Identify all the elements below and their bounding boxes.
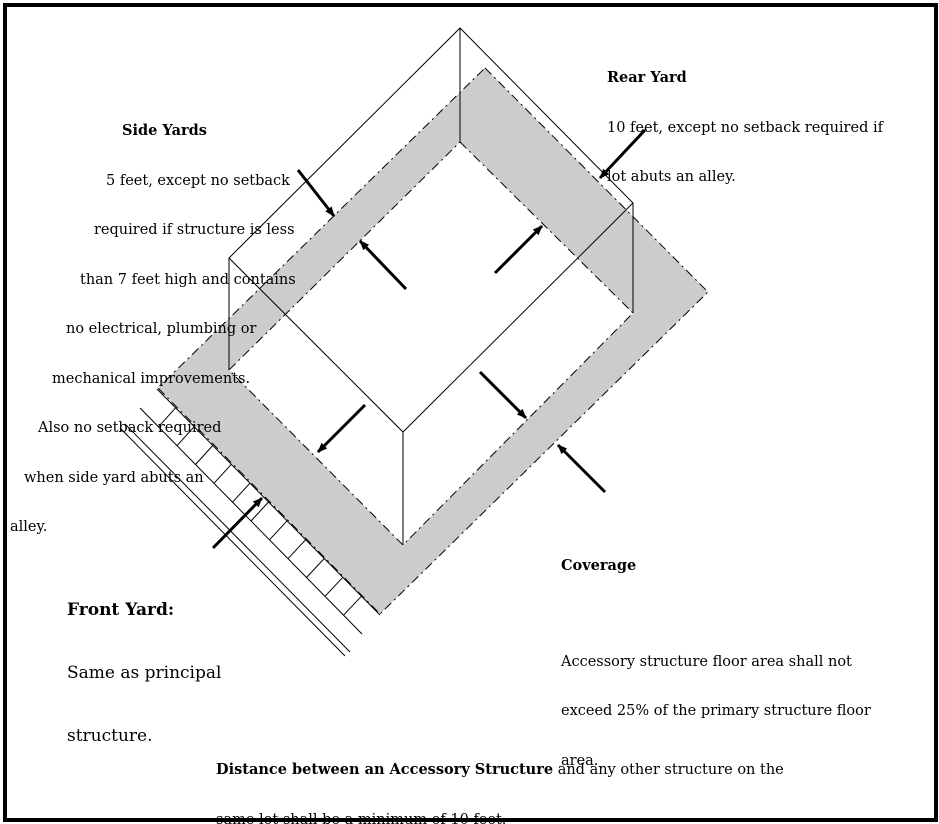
side-yards-line: Also no setback required [38,420,222,436]
front-yard-label: Front Yard: Same as principal structure. [67,558,221,789]
distance-note-bold: Distance between an Accessory Structure [216,761,554,778]
side-yards-line: no electrical, plumbing or [66,321,257,337]
rear-yard-title: Rear Yard [607,69,687,86]
rear-yard-arrow-icon [598,128,647,180]
inner-arrow-icon [493,224,544,275]
front-yard-title: Front Yard: [67,600,175,620]
side-yards-label: Side Yards 5 feet, except no setback req… [0,90,316,569]
front-yard-line: Same as principal [67,663,222,683]
sidewalk-tile-joint [158,407,176,428]
sidewalk-tile-joint [232,482,251,503]
sidewalk-tile-joint [269,520,288,541]
frame-border [3,3,938,822]
front-yard-arrow-icon [211,496,264,550]
rear-yard-line: lot abuts an alley. [607,169,736,185]
sidewalk-tile-joint [306,558,325,578]
sidewalk-tile-joint [195,445,214,465]
coverage-line: Accessory structure floor area shall not [561,653,852,670]
side-yards-line: alley. [10,519,48,535]
side-yards-line: 5 feet, except no setback [106,172,290,189]
front-yard-line: structure. [67,726,153,746]
side-yards-line: required if structure is less [94,222,295,238]
buildable-area [228,141,634,546]
side-yards-line: than 7 feet high and contains [80,271,296,288]
rear-yard-label: Rear Yard 10 feet, except no setback req… [607,37,883,219]
sidewalk-tile-joint [324,576,344,597]
side-yards-title: Side Yards [122,122,207,139]
distance-note: Distance between an Accessory Structure … [216,729,784,824]
distance-note-line2: same lot shall be a minimum of 10 feet. [216,811,507,824]
sidewalk-tile-joint [250,501,269,522]
coverage-title: Coverage [561,557,637,574]
sidewalk-tile-joint [287,539,307,560]
coverage-line: exceed 25% of the primary structure floo… [561,703,871,719]
coverage-label: Coverage Accessory structure floor area … [561,525,871,802]
coverage-arrow-icon [556,443,607,494]
sidewalk-tile-joint [343,595,362,616]
sidewalk-tile-joint [176,426,195,447]
coverage-line: area. [561,752,599,769]
sidewalk [119,388,381,657]
distance-note-rest: and any other structure on the [553,762,784,778]
sidewalk-tile-joint [213,463,232,484]
inner-arrow-icon [358,239,408,291]
side-yards-line: mechanical improvements. [52,370,251,387]
inner-arrow-icon [316,403,367,454]
inner-arrow-icon [478,370,528,420]
rear-yard-line: 10 feet, except no setback required if [607,119,883,136]
side-yard-arrow-icon [296,169,336,217]
side-yards-line: when side yard abuts an [24,469,204,486]
